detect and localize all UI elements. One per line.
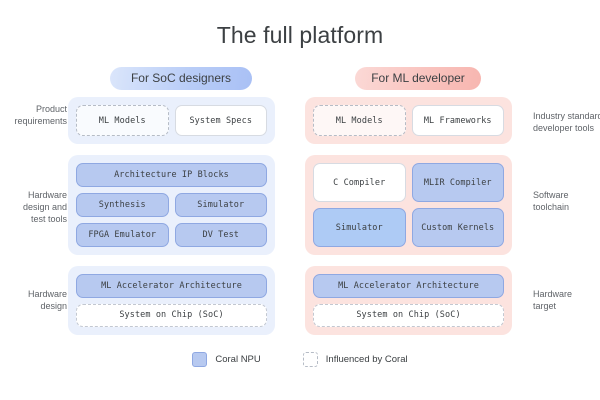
- panel-ml-software-toolchain: C Compiler MLIR Compiler Simulator Custo…: [305, 155, 512, 255]
- column-header-soc-designers: For SoC designers: [110, 67, 252, 90]
- node-system-on-chip[interactable]: System on Chip (SoC): [76, 303, 267, 327]
- panel-soc-product-requirements: ML Models System Specs: [68, 97, 275, 144]
- panel-soc-hardware-design: ML Accelerator Architecture System on Ch…: [68, 266, 275, 335]
- node-row: C Compiler MLIR Compiler: [313, 163, 504, 202]
- legend-label: Influenced by Coral: [325, 354, 408, 365]
- node-row: ML Accelerator Architecture: [76, 274, 267, 298]
- node-ml-accelerator-architecture[interactable]: ML Accelerator Architecture: [76, 274, 267, 298]
- node-system-specs[interactable]: System Specs: [174, 105, 267, 136]
- node-mlir-compiler[interactable]: MLIR Compiler: [411, 163, 504, 202]
- node-row: Simulator Custom Kernels: [313, 208, 504, 247]
- legend-swatch-filled-icon: [192, 352, 208, 367]
- node-row: Architecture IP Blocks: [76, 163, 267, 187]
- node-row: System on Chip (SoC): [76, 303, 267, 327]
- node-row: ML Models ML Frameworks: [313, 105, 504, 136]
- node-ml-models[interactable]: ML Models: [76, 105, 169, 136]
- node-row: FPGA Emulator DV Test: [76, 223, 267, 247]
- node-system-on-chip[interactable]: System on Chip (SoC): [313, 303, 504, 327]
- legend: Coral NPU Influenced by Coral: [0, 352, 600, 367]
- panel-soc-hardware-design-test-tools: Architecture IP Blocks Synthesis Simulat…: [68, 155, 275, 255]
- node-row: ML Accelerator Architecture: [313, 274, 504, 298]
- node-dv-test[interactable]: DV Test: [174, 223, 267, 247]
- node-simulator[interactable]: Simulator: [174, 193, 267, 217]
- legend-item-influenced-by-coral: Influenced by Coral: [302, 352, 408, 367]
- node-fpga-emulator[interactable]: FPGA Emulator: [76, 223, 169, 247]
- node-row: Synthesis Simulator: [76, 193, 267, 217]
- node-custom-kernels[interactable]: Custom Kernels: [411, 208, 504, 247]
- node-c-compiler[interactable]: C Compiler: [313, 163, 406, 202]
- node-ml-frameworks[interactable]: ML Frameworks: [411, 105, 504, 136]
- panel-ml-hardware-target: ML Accelerator Architecture System on Ch…: [305, 266, 512, 335]
- column-header-ml-developer: For ML developer: [355, 67, 481, 90]
- node-row: System on Chip (SoC): [313, 303, 504, 327]
- node-simulator[interactable]: Simulator: [313, 208, 406, 247]
- node-ml-models[interactable]: ML Models: [313, 105, 406, 136]
- legend-label: Coral NPU: [215, 354, 261, 365]
- legend-swatch-dashed-icon: [302, 352, 318, 367]
- page-title: The full platform: [216, 22, 384, 48]
- node-ml-accelerator-architecture[interactable]: ML Accelerator Architecture: [313, 274, 504, 298]
- panel-ml-industry-standard-tools: ML Models ML Frameworks: [305, 97, 512, 144]
- legend-item-coral-npu: Coral NPU: [192, 352, 261, 367]
- node-architecture-ip-blocks[interactable]: Architecture IP Blocks: [76, 163, 267, 187]
- node-synthesis[interactable]: Synthesis: [76, 193, 169, 217]
- node-row: ML Models System Specs: [76, 105, 267, 136]
